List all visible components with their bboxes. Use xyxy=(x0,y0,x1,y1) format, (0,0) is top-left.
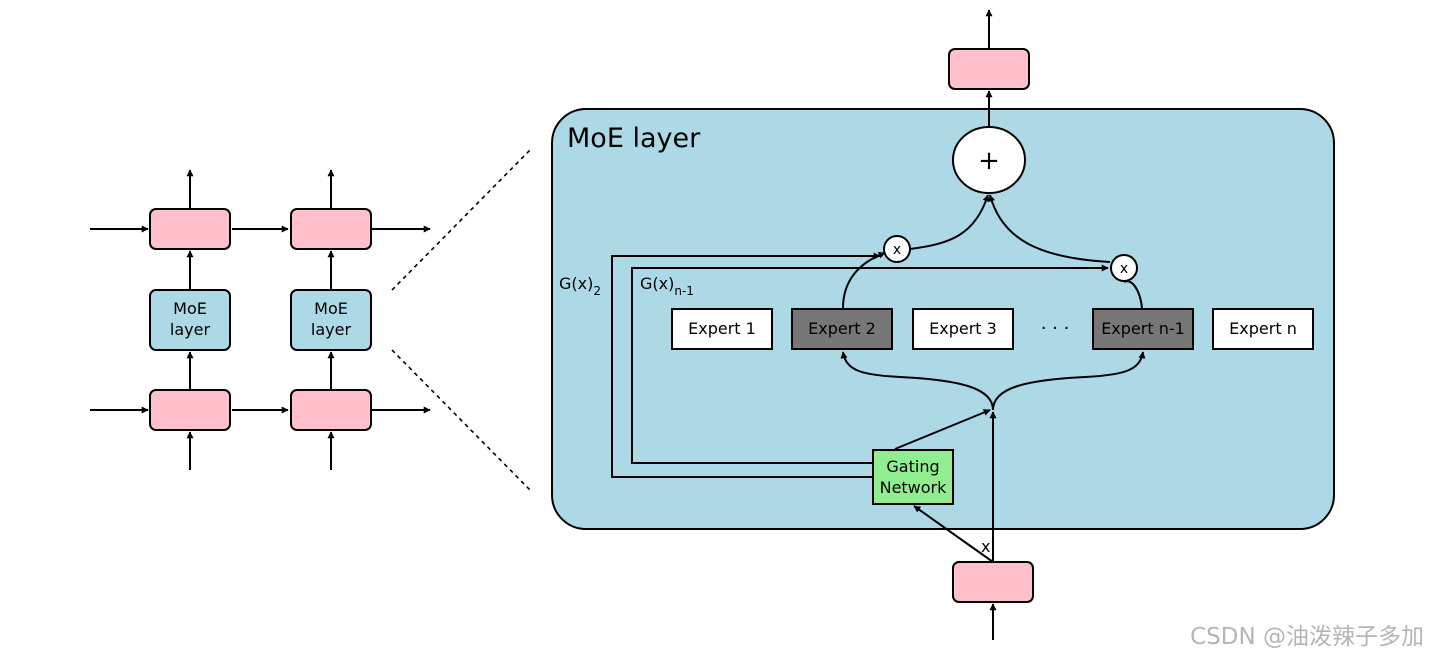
gate-label-base: G(x) xyxy=(559,274,593,293)
expert-box xyxy=(912,308,1014,350)
expert-label: Expert n xyxy=(1229,319,1297,338)
gate-weight-line-n1 xyxy=(631,264,1109,464)
arrow xyxy=(842,251,886,309)
watermark: CSDN @油泼辣子多加 xyxy=(1190,624,1424,650)
moe-layer-label: layer xyxy=(311,320,352,339)
gate-weight-line-2 xyxy=(611,252,881,478)
moe-layer-label: layer xyxy=(170,320,211,339)
expert-box xyxy=(1212,308,1314,350)
moe-layer-label: MoE xyxy=(173,299,207,318)
gating-label: Network xyxy=(880,478,948,497)
zoom-line xyxy=(391,149,531,291)
expert-label: Expert 1 xyxy=(688,319,756,338)
hidden-state-box xyxy=(149,389,231,431)
input-state-box xyxy=(952,561,1034,603)
arrow xyxy=(909,194,990,250)
expert-box xyxy=(671,308,773,350)
input-label: x xyxy=(981,537,990,556)
hidden-state-box xyxy=(149,208,231,250)
expert-box-selected xyxy=(1092,308,1194,350)
gate-label-sub: n-1 xyxy=(674,284,694,298)
expert-output-paths xyxy=(842,194,1143,309)
arrow xyxy=(992,351,1146,411)
arrow xyxy=(840,351,994,411)
zoom-line xyxy=(391,349,531,491)
expert-box-selected xyxy=(791,308,893,350)
expert-label: Expert 2 xyxy=(808,319,876,338)
gate-label-2: G(x)2 xyxy=(559,274,601,298)
hidden-state-box xyxy=(290,208,372,250)
expert-label: Expert 3 xyxy=(929,319,997,338)
output-state-box xyxy=(948,48,1030,90)
ellipsis: · · · xyxy=(1041,318,1070,339)
arrow xyxy=(894,409,991,450)
gate-label-base: G(x) xyxy=(640,274,674,293)
gating-label: Gating xyxy=(886,457,939,476)
arrow xyxy=(913,505,994,563)
arrow xyxy=(988,194,1111,263)
moe-layer-label: MoE xyxy=(314,299,348,318)
moe-panel-title: MoE layer xyxy=(567,123,701,154)
expert-label: Expert n-1 xyxy=(1101,319,1185,338)
gate-weight-paths xyxy=(611,252,1109,478)
gate-label-n1: G(x)n-1 xyxy=(640,274,694,298)
gate-label-sub: 2 xyxy=(593,284,601,298)
sum-node xyxy=(952,126,1026,194)
input-routing-paths xyxy=(840,351,1146,563)
moe-layer-box xyxy=(149,289,231,351)
plus-icon: + xyxy=(978,146,1000,176)
left-stack xyxy=(90,169,431,470)
expert-row: Expert 1 Expert 2 Expert 3 · · · Expert … xyxy=(671,308,1314,350)
multiply-node xyxy=(883,235,911,263)
multiply-node xyxy=(1110,254,1138,282)
multiply-icon: x xyxy=(893,242,901,258)
moe-layer-box xyxy=(290,289,372,351)
gating-network-box xyxy=(872,449,954,505)
multiply-icon: x xyxy=(1120,261,1128,277)
hidden-state-box xyxy=(290,389,372,431)
